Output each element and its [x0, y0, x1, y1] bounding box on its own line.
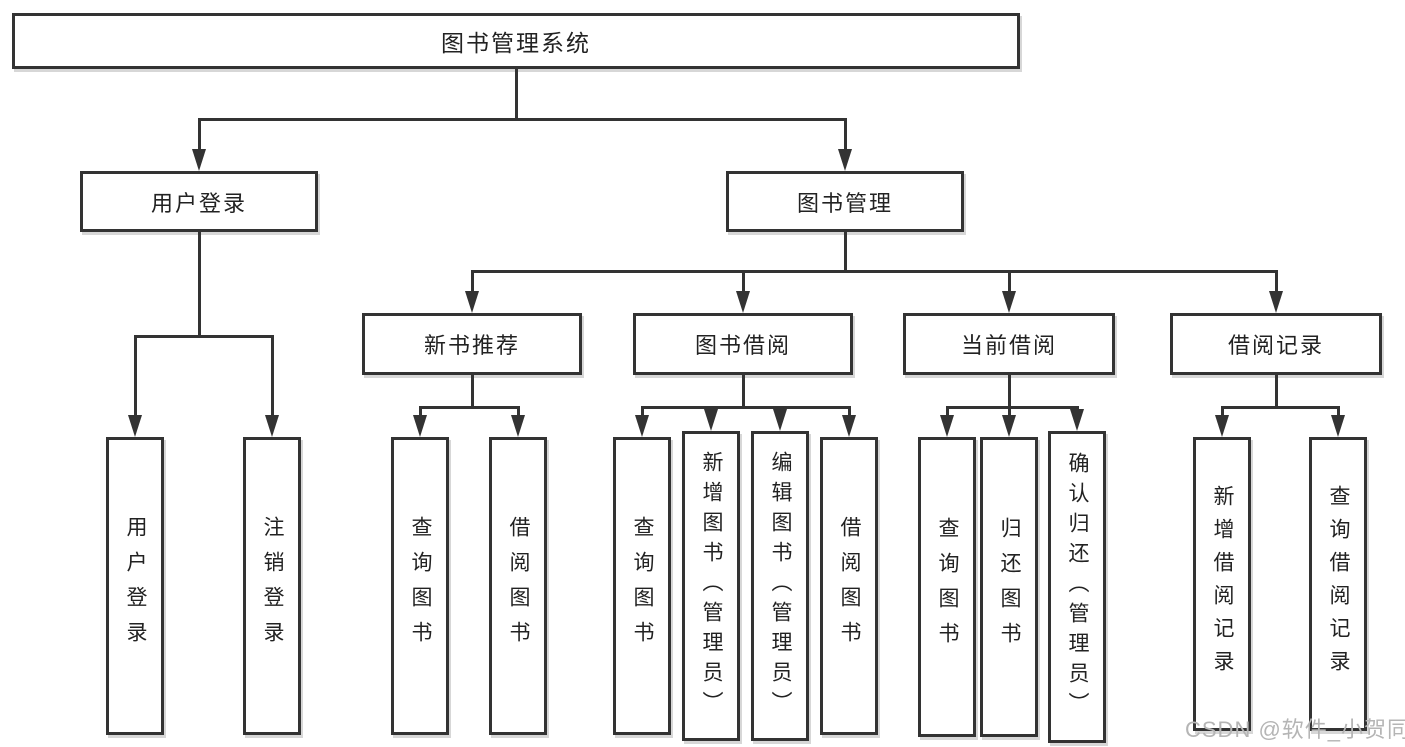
connector-line — [1008, 406, 1011, 418]
connector-line — [1275, 375, 1278, 406]
connector-line — [1008, 270, 1011, 293]
connector-arrow-down — [1002, 291, 1016, 313]
node-book-borrowing: 图书借阅 — [633, 313, 853, 375]
node-br-query-borrow-record: 查询借阅记录 — [1309, 437, 1367, 731]
node-cb-return-books: 归还图书 — [980, 437, 1038, 737]
connector-line — [419, 406, 519, 409]
node-book-management: 图书管理 — [726, 171, 964, 232]
connector-arrow-down — [265, 415, 279, 437]
connector-line — [742, 375, 745, 406]
connector-arrow-down — [773, 409, 787, 431]
connector-line — [471, 270, 474, 293]
node-current-borrowing: 当前借阅 — [903, 313, 1115, 375]
connector-line — [471, 270, 1277, 273]
connector-arrow-down — [1070, 409, 1084, 431]
connector-arrow-down — [192, 149, 206, 171]
connector-line — [844, 232, 847, 270]
node-user-login: 用户登录 — [80, 171, 318, 232]
connector-line — [1221, 406, 1224, 418]
node-logout: 注销登录 — [243, 437, 301, 735]
connector-line — [641, 406, 849, 409]
connector-arrow-down — [704, 409, 718, 431]
connector-line — [1275, 270, 1278, 293]
connector-line — [198, 118, 201, 153]
connector-arrow-down — [940, 415, 954, 437]
connector-arrow-down — [736, 291, 750, 313]
node-new-book-recommendation: 新书推荐 — [362, 313, 582, 375]
connector-line — [471, 375, 474, 406]
connector-arrow-down — [511, 415, 525, 437]
connector-arrow-down — [1269, 291, 1283, 313]
node-cb-confirm-return-admin: 确认归还（管理员） — [1048, 431, 1106, 743]
connector-line — [134, 335, 137, 417]
node-nb-borrow-books: 借阅图书 — [489, 437, 547, 735]
node-bb-edit-book-admin: 编辑图书（管理员） — [751, 431, 809, 741]
connector-arrow-down — [465, 291, 479, 313]
node-nb-query-books: 查询图书 — [391, 437, 449, 735]
node-cb-query-books: 查询图书 — [918, 437, 976, 737]
node-br-add-borrow-record: 新增借阅记录 — [1193, 437, 1251, 731]
csdn-watermark: CSDN @软件_小贺同学 — [1185, 717, 1405, 742]
node-user-login-leaf: 用户登录 — [106, 437, 164, 735]
connector-line — [198, 118, 846, 121]
connector-line — [1221, 406, 1339, 409]
connector-line — [844, 118, 847, 153]
node-bb-add-book-admin: 新增图书（管理员） — [682, 431, 740, 741]
connector-line — [517, 406, 520, 418]
connector-line — [198, 232, 201, 335]
connector-line — [641, 406, 644, 418]
node-library-system: 图书管理系统 — [12, 13, 1020, 69]
connector-line — [1337, 406, 1340, 418]
node-bb-borrow-books: 借阅图书 — [820, 437, 878, 735]
connector-arrow-down — [838, 149, 852, 171]
connector-line — [271, 335, 274, 417]
connector-arrow-down — [1331, 415, 1345, 437]
connector-line — [742, 270, 745, 293]
connector-line — [848, 406, 851, 418]
connector-line — [134, 335, 274, 338]
connector-line — [946, 406, 1078, 409]
connector-arrow-down — [842, 415, 856, 437]
connector-arrow-down — [128, 415, 142, 437]
connector-arrow-down — [635, 415, 649, 437]
node-bb-query-books: 查询图书 — [613, 437, 671, 735]
connector-line — [515, 69, 518, 118]
connector-arrow-down — [413, 415, 427, 437]
connector-line — [419, 406, 422, 418]
connector-arrow-down — [1002, 415, 1016, 437]
connector-line — [1008, 375, 1011, 406]
node-borrowing-records: 借阅记录 — [1170, 313, 1382, 375]
connector-line — [946, 406, 949, 418]
connector-arrow-down — [1215, 415, 1229, 437]
